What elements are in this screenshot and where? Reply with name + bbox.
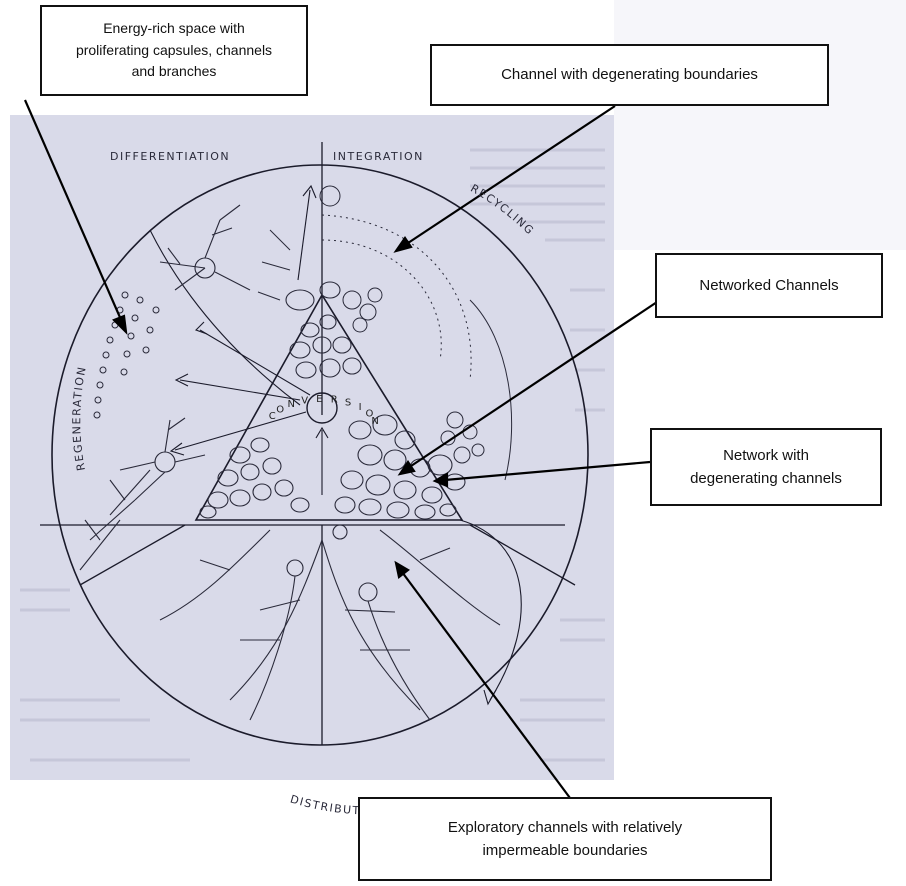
conversion-letter: C <box>269 411 276 422</box>
conversion-letter: S <box>345 397 351 408</box>
conversion-letter: R <box>331 395 338 406</box>
callout-degenerating-boundaries-text: Channel with degenerating boundaries <box>501 66 758 84</box>
main-circle <box>51 164 589 746</box>
conversion-triangle <box>194 293 464 521</box>
callout-arrows <box>23 99 661 799</box>
callout-networked-channels: Networked Channels <box>655 253 883 318</box>
conversion-letter: E <box>316 394 322 405</box>
callout-exploratory-channels: Exploratory channels with relatively imp… <box>358 797 772 881</box>
scanned-page-edge <box>614 0 906 250</box>
conversion-letter: O <box>365 409 373 420</box>
callout-exploratory-line-2: impermeable boundaries <box>482 842 648 859</box>
callout-energy-rich-line-3: and branches <box>131 63 217 80</box>
distribution-channels <box>159 524 501 721</box>
background-text-lines <box>20 148 605 762</box>
recycling-label-path: RECYCLING <box>468 182 535 238</box>
callout-energy-rich-space: Energy-rich space with proliferating cap… <box>40 5 308 96</box>
callout-energy-rich-line-1: Energy-rich space with <box>103 19 245 36</box>
callout-network-degenerating-line-1: Network with <box>723 446 809 464</box>
regeneration-label-path: REGENERATION <box>70 365 87 472</box>
recycling-network <box>440 299 513 481</box>
conversion-letter: N <box>371 416 378 427</box>
regeneration-dots <box>93 291 160 419</box>
callout-network-degenerating: Network with degenerating channels <box>650 428 882 506</box>
callout-degenerating-boundaries: Channel with degenerating boundaries <box>430 44 829 106</box>
callout-network-degenerating-line-2: degenerating channels <box>690 470 842 487</box>
cell-network <box>199 281 466 520</box>
callout-networked-channels-text: Networked Channels <box>699 276 839 294</box>
recycling-label: RECYCLING <box>468 182 537 238</box>
integration-network <box>257 185 472 381</box>
flow-arrows <box>149 184 522 706</box>
callout-exploratory-line-1: Exploratory channels with relatively <box>447 818 683 836</box>
branches-left <box>79 204 251 571</box>
integration-label: INTEGRATION <box>333 150 424 163</box>
conversion-letter: O <box>276 404 284 415</box>
conversion-letter: I <box>359 402 362 413</box>
scanned-page-background <box>10 115 614 780</box>
differentiation-label: DIFFERENTIATION <box>110 150 230 163</box>
conversion-letter: N <box>288 399 295 410</box>
center-node <box>306 392 338 424</box>
conversion-letter: V <box>301 395 308 406</box>
regeneration-label: REGENERATION <box>70 365 89 472</box>
callout-energy-rich-line-2: proliferating capsules, channels <box>75 41 273 58</box>
axis-lines <box>40 142 576 745</box>
